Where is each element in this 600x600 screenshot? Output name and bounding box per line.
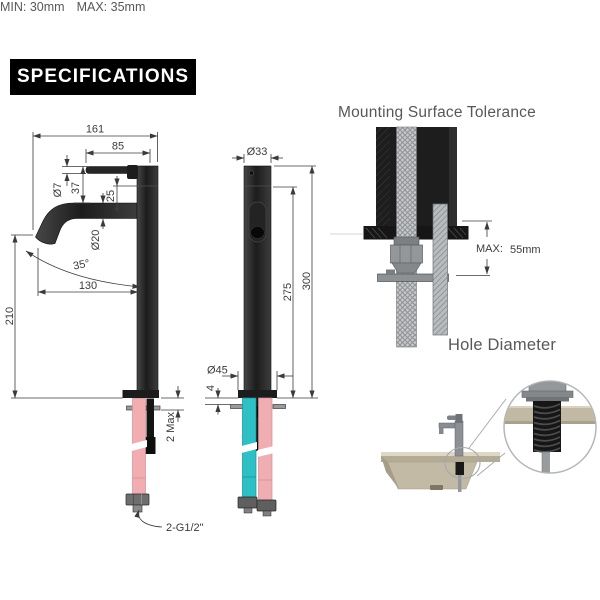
base-flange-front bbox=[238, 390, 277, 398]
mounting-max-label: MAX: bbox=[476, 243, 503, 255]
washer-tab-left bbox=[230, 404, 244, 409]
hole-diameter-title: Hole Diameter bbox=[448, 336, 557, 354]
washer-tab-right bbox=[272, 404, 286, 409]
cold-hose-break bbox=[241, 442, 257, 453]
dim-total-width: 161 bbox=[32, 124, 158, 230]
handle-lever bbox=[85, 166, 132, 174]
hose-taper bbox=[391, 262, 422, 274]
cold-hose-nut bbox=[237, 496, 258, 509]
dim-mounting-max: MAX: 55mm bbox=[456, 220, 541, 276]
dim-height-to-body: 275 bbox=[273, 186, 297, 399]
cut-hatch-wall bbox=[376, 127, 390, 227]
mini-faucet-spout-tip bbox=[439, 427, 444, 434]
base-shade bbox=[449, 127, 457, 227]
dim-cap-to-spout: 25 bbox=[105, 176, 137, 213]
stud-nut bbox=[252, 406, 263, 417]
hole-max-label: MAX: 35mm bbox=[76, 0, 146, 14]
dim-height-to-body-label: 275 bbox=[282, 283, 294, 301]
hole-diameter-range: MIN: 30mm MAX: 35mm bbox=[0, 0, 600, 14]
page-title: SPECIFICATIONS bbox=[10, 59, 196, 95]
dim-deck-max: 2 Max bbox=[161, 386, 184, 442]
dim-base-gap: 4 bbox=[205, 385, 238, 415]
magnifier-contents bbox=[504, 381, 596, 473]
pin-dot bbox=[249, 170, 255, 176]
hole-diameter-figure bbox=[381, 380, 597, 492]
sink-deck-top bbox=[381, 452, 500, 456]
thread-label: 2-G1/2" bbox=[166, 522, 204, 534]
dim-base-gap-label: 4 bbox=[205, 385, 217, 391]
mounting-max-value: 55mm bbox=[510, 244, 541, 256]
dim-spout-angle-label: 35° bbox=[72, 258, 91, 273]
hot-nut-tip bbox=[262, 510, 272, 517]
mini-rod bbox=[458, 475, 462, 492]
sink-drain bbox=[430, 485, 443, 490]
mini-shank bbox=[455, 462, 464, 475]
stud-end bbox=[255, 442, 261, 451]
center-stud bbox=[255, 398, 260, 444]
dim-total-width-label: 161 bbox=[86, 124, 104, 136]
dim-spout-height: 210 bbox=[4, 234, 123, 399]
side-view-drawing: 161 85 Ø7 37 bbox=[4, 124, 204, 535]
threaded-rod-section bbox=[432, 203, 448, 336]
spout-outlet bbox=[250, 226, 265, 239]
dim-handle-rise-label: 37 bbox=[70, 182, 82, 194]
dim-base-dia-label: Ø45 bbox=[207, 365, 228, 377]
dim-height-total: 300 bbox=[274, 165, 318, 399]
zoom-connector-top bbox=[468, 398, 507, 449]
dim-handle-length: 85 bbox=[85, 141, 151, 163]
hole-min-label: MIN: 30mm bbox=[0, 0, 65, 14]
dim-cap-to-spout-label: 25 bbox=[105, 190, 117, 202]
horseshoe-washer bbox=[377, 273, 449, 282]
mount-highlight-circle bbox=[444, 446, 481, 480]
base-flange bbox=[122, 390, 159, 398]
dim-deck-max-label: 2 Max bbox=[165, 412, 177, 442]
dim-handle-rise: 37 bbox=[70, 166, 90, 204]
dim-spout-height-label: 210 bbox=[4, 307, 16, 325]
flange-hatch bbox=[365, 227, 467, 239]
mini-faucet-body bbox=[454, 420, 464, 457]
faucet-body bbox=[136, 165, 159, 393]
dim-spout-angle: 35° bbox=[25, 250, 141, 289]
hose-nut bbox=[125, 493, 150, 506]
faucet-body-front bbox=[243, 165, 272, 393]
dim-spout-dia-label: Ø20 bbox=[90, 230, 102, 251]
threaded-stud bbox=[146, 398, 154, 440]
dim-body-dia-label: Ø33 bbox=[247, 146, 268, 158]
hot-hose-break bbox=[257, 446, 274, 457]
dim-spout-diameter: Ø20 bbox=[90, 193, 106, 251]
front-view-drawing: Ø33 275 300 Ø45 bbox=[205, 146, 318, 517]
dim-height-total-label: 300 bbox=[301, 272, 313, 290]
mini-faucet-hub bbox=[455, 414, 463, 423]
dim-handle-length-label: 85 bbox=[112, 141, 124, 153]
dim-body-diameter: Ø33 bbox=[232, 146, 283, 163]
spout bbox=[35, 202, 138, 245]
washer-tab bbox=[386, 269, 395, 274]
mounting-nut-block bbox=[144, 437, 156, 454]
dim-base-diameter: Ø45 bbox=[207, 365, 293, 390]
handle-hub bbox=[127, 165, 138, 179]
mag-base-step bbox=[526, 397, 569, 402]
mag-rod-below bbox=[541, 451, 550, 473]
mounting-tolerance-figure: MAX: 55mm bbox=[330, 126, 541, 348]
hose-collar bbox=[393, 236, 420, 246]
hose-break bbox=[131, 440, 147, 451]
dim-spout-reach: 130 bbox=[37, 248, 139, 297]
hose-nut-tip bbox=[132, 504, 143, 513]
zoom-connector-bottom bbox=[476, 452, 506, 477]
mounting-tolerance-title: Mounting Surface Tolerance bbox=[338, 104, 536, 121]
dim-handle-dia-label: Ø7 bbox=[52, 183, 64, 198]
sink-side-shade bbox=[381, 456, 399, 489]
cold-nut-tip bbox=[243, 507, 253, 514]
mag-base-flange bbox=[521, 390, 574, 398]
thread-callout: 2-G1/2" bbox=[134, 509, 204, 534]
hot-hose-nut bbox=[256, 499, 277, 512]
hex-facets bbox=[399, 245, 412, 263]
sink-deck-front bbox=[381, 456, 500, 462]
dim-spout-reach-label: 130 bbox=[79, 280, 97, 292]
hose-hex-nut bbox=[390, 244, 423, 264]
